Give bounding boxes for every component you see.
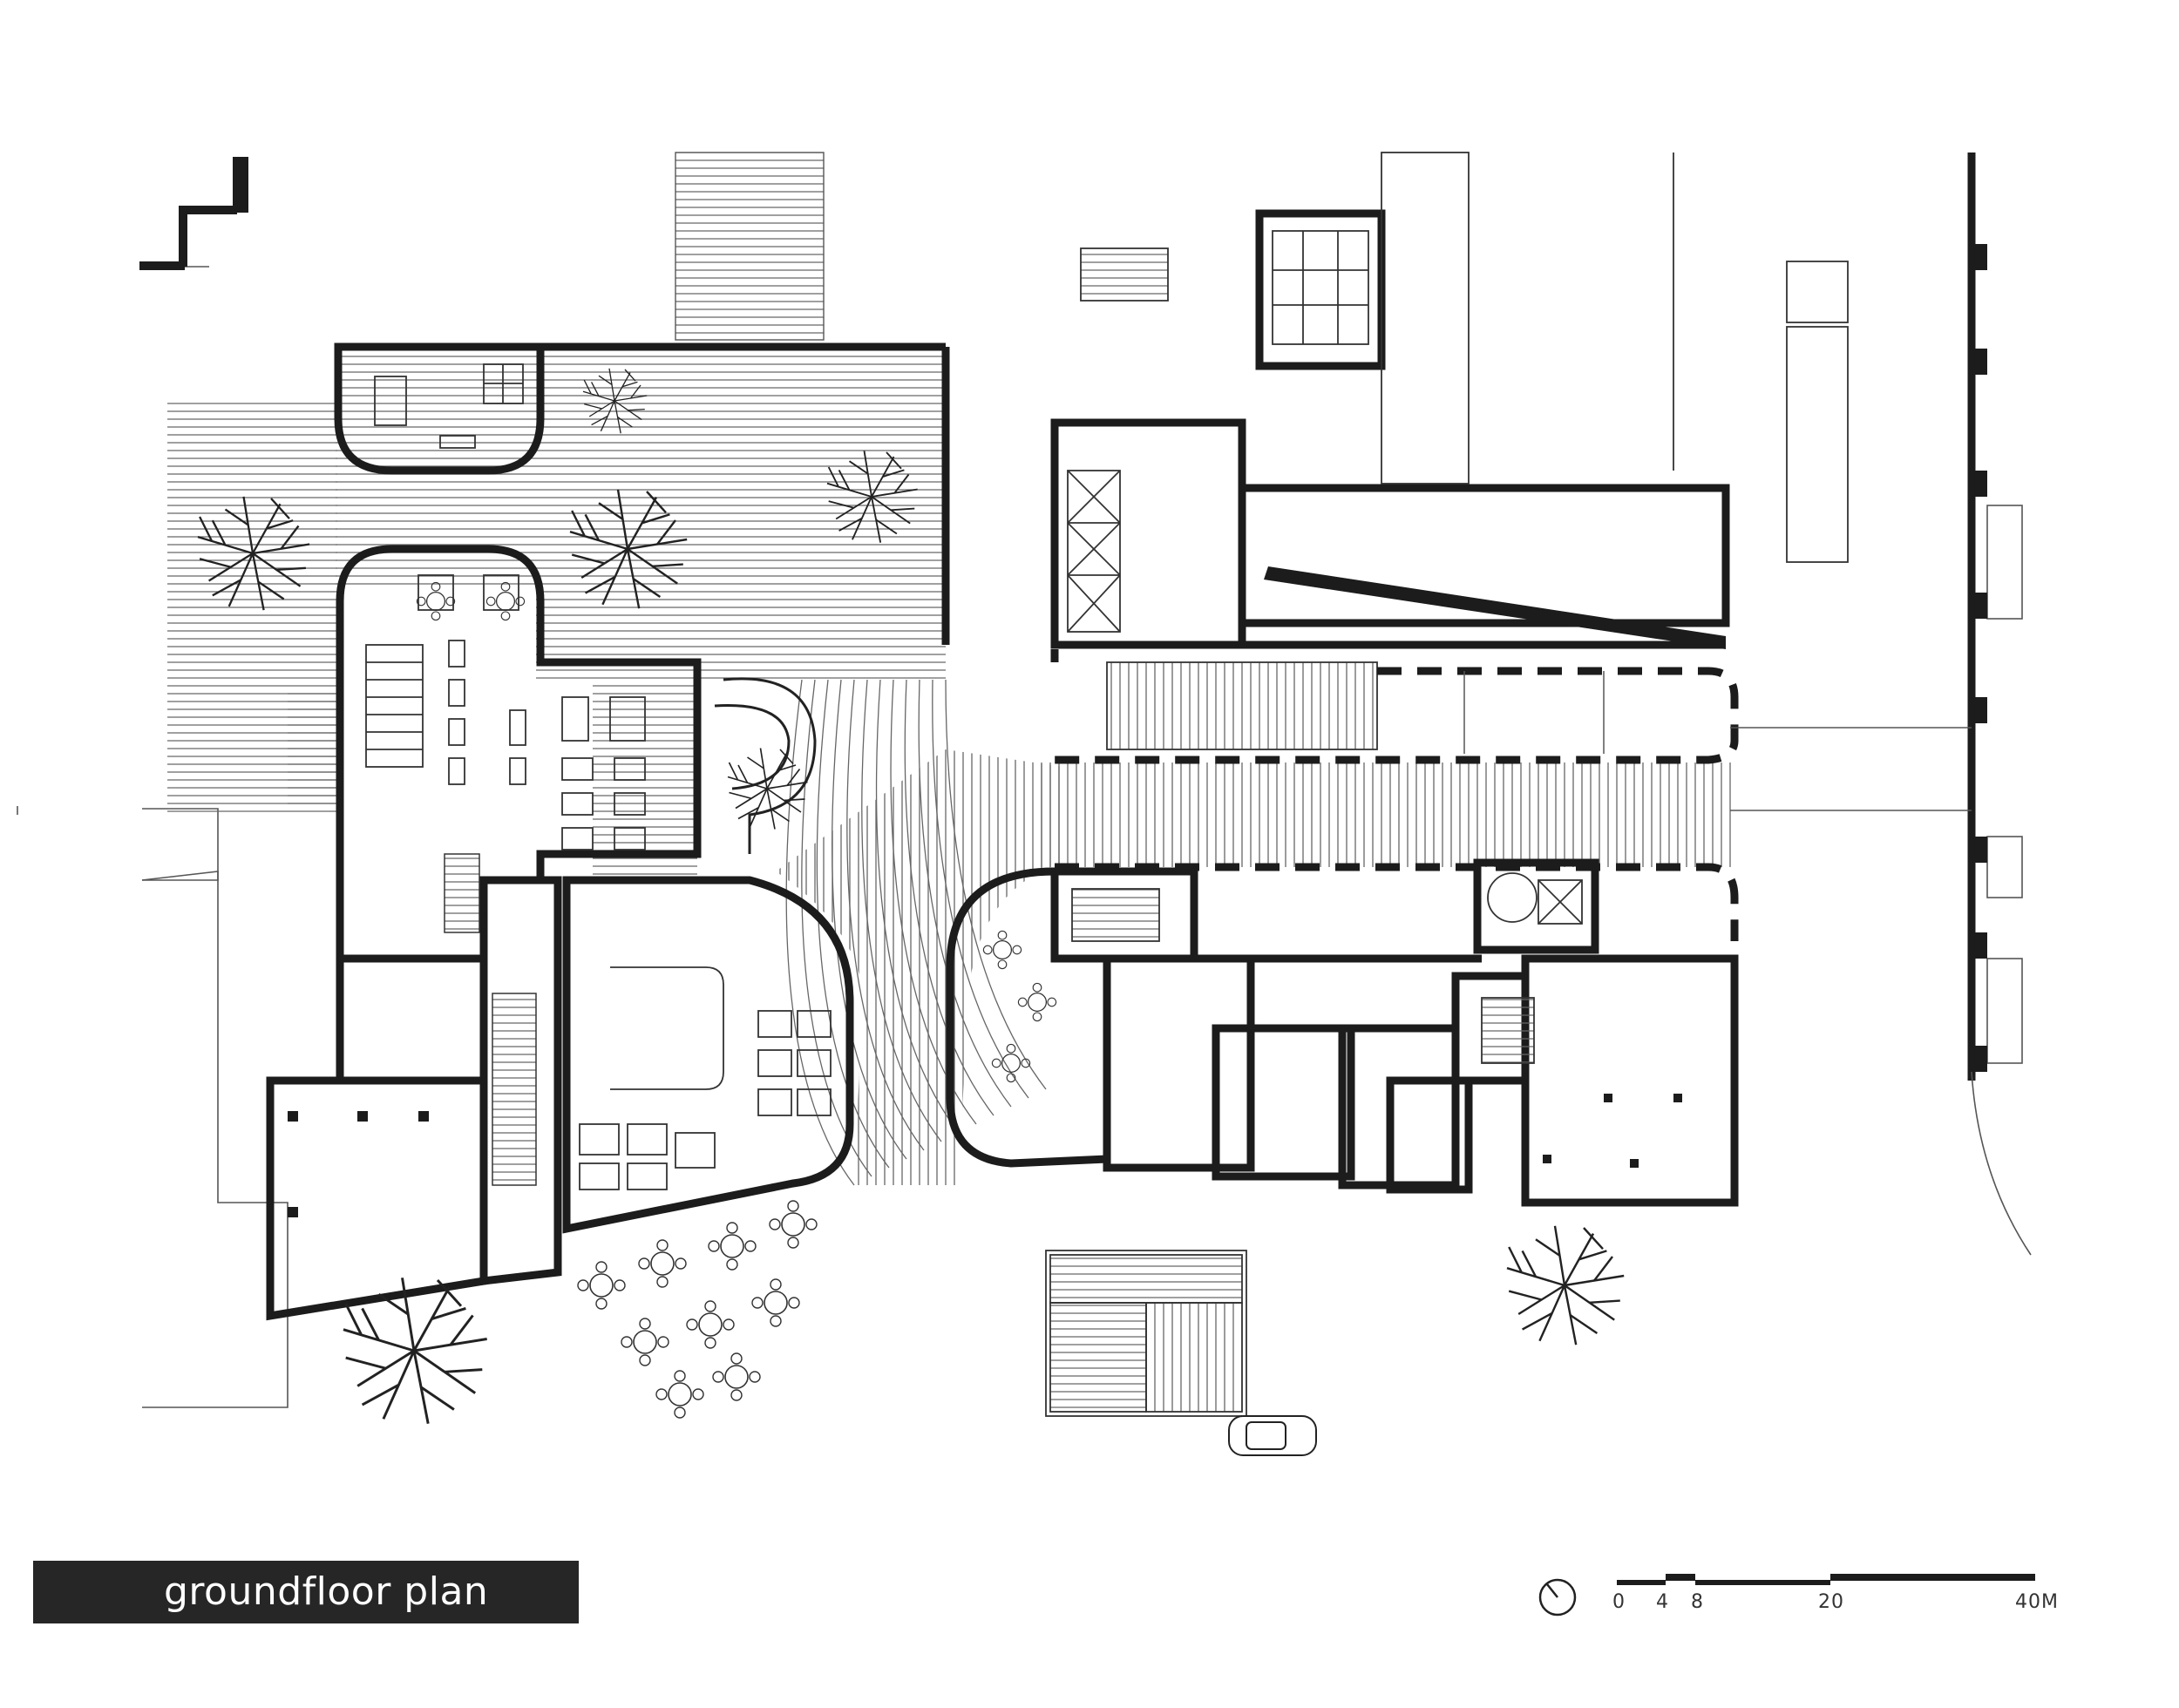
pavilion-northwest (334, 342, 545, 475)
east-street (1037, 762, 1734, 867)
pavilion-south-cafe (562, 876, 854, 1234)
scale-tick-4: 4 (1656, 1591, 1669, 1613)
scale-tick-8: 8 (1691, 1591, 1704, 1613)
scale-tick-40m: 40M (2015, 1591, 2059, 1613)
parking-platform (1045, 1250, 1247, 1417)
scale-tick-0: 0 (1612, 1591, 1626, 1613)
plaza-south (776, 749, 1063, 1185)
car-icon (1228, 1415, 1317, 1456)
courtyard-north (336, 344, 946, 880)
pavilion-southeast (946, 867, 1111, 1168)
scale-tick-20: 20 (1818, 1591, 1844, 1613)
north-ramp (675, 152, 825, 341)
scale-bar (1617, 1574, 2035, 1585)
north-arrow-icon (1538, 1578, 1577, 1616)
spiral-staircase (714, 677, 817, 854)
plan-title: groundfloor plan (164, 1569, 489, 1614)
building-west-cafe (336, 545, 702, 963)
title-banner: groundfloor plan (33, 1561, 579, 1623)
